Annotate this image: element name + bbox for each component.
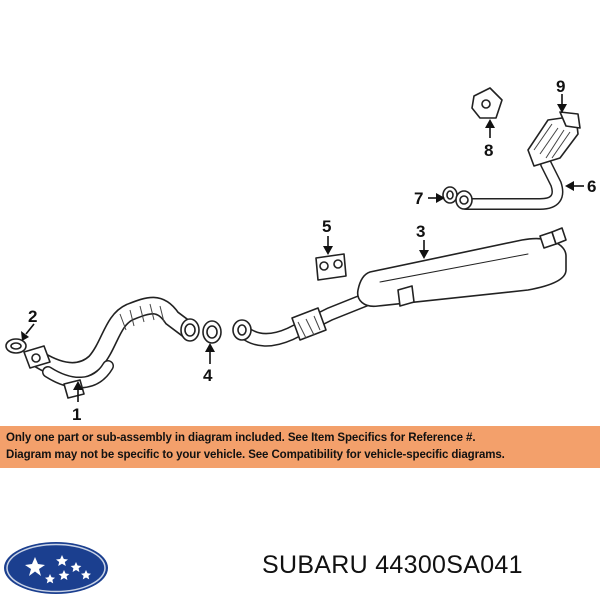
callout-7: 7: [414, 189, 445, 208]
callout-2: 2: [21, 307, 37, 341]
exhaust-system-diagram: 1 2 3 4 5 6 7 8 9: [5, 77, 596, 420]
front-exhaust-pipe: [23, 296, 200, 399]
callout-5: 5: [322, 217, 333, 255]
gasket-4: [202, 320, 222, 344]
reference-notice-banner: Only one part or sub-assembly in diagram…: [0, 426, 600, 468]
callout-7-label: 7: [414, 189, 423, 208]
catalytic-converter: [527, 111, 581, 167]
callout-6: 6: [565, 177, 596, 196]
gasket-7: [442, 186, 458, 204]
callout-8: 8: [484, 119, 495, 160]
callout-9: 9: [556, 77, 567, 113]
tail-pipe: [455, 158, 564, 210]
part-title: SUBARU 44300SA041: [262, 551, 523, 579]
gasket-2: [5, 338, 27, 354]
hanger-5: [315, 253, 347, 281]
callout-4-label: 4: [203, 366, 213, 385]
center-pipe: [232, 287, 387, 347]
callout-1: 1: [72, 381, 83, 420]
callout-9-label: 9: [556, 77, 565, 96]
callout-8-label: 8: [484, 141, 493, 160]
muffler: [356, 227, 567, 308]
hanger-8: [471, 87, 503, 119]
callout-6-label: 6: [587, 177, 596, 196]
callout-4: 4: [203, 343, 215, 385]
callout-2-label: 2: [28, 307, 37, 326]
callout-1-label: 1: [72, 405, 81, 420]
callout-5-label: 5: [322, 217, 331, 236]
notice-line-1: Only one part or sub-assembly in diagram…: [6, 432, 476, 444]
callout-3-label: 3: [416, 222, 425, 241]
callout-3: 3: [416, 222, 429, 259]
subaru-logo-icon: [4, 542, 108, 594]
notice-line-2: Diagram may not be specific to your vehi…: [6, 449, 505, 461]
